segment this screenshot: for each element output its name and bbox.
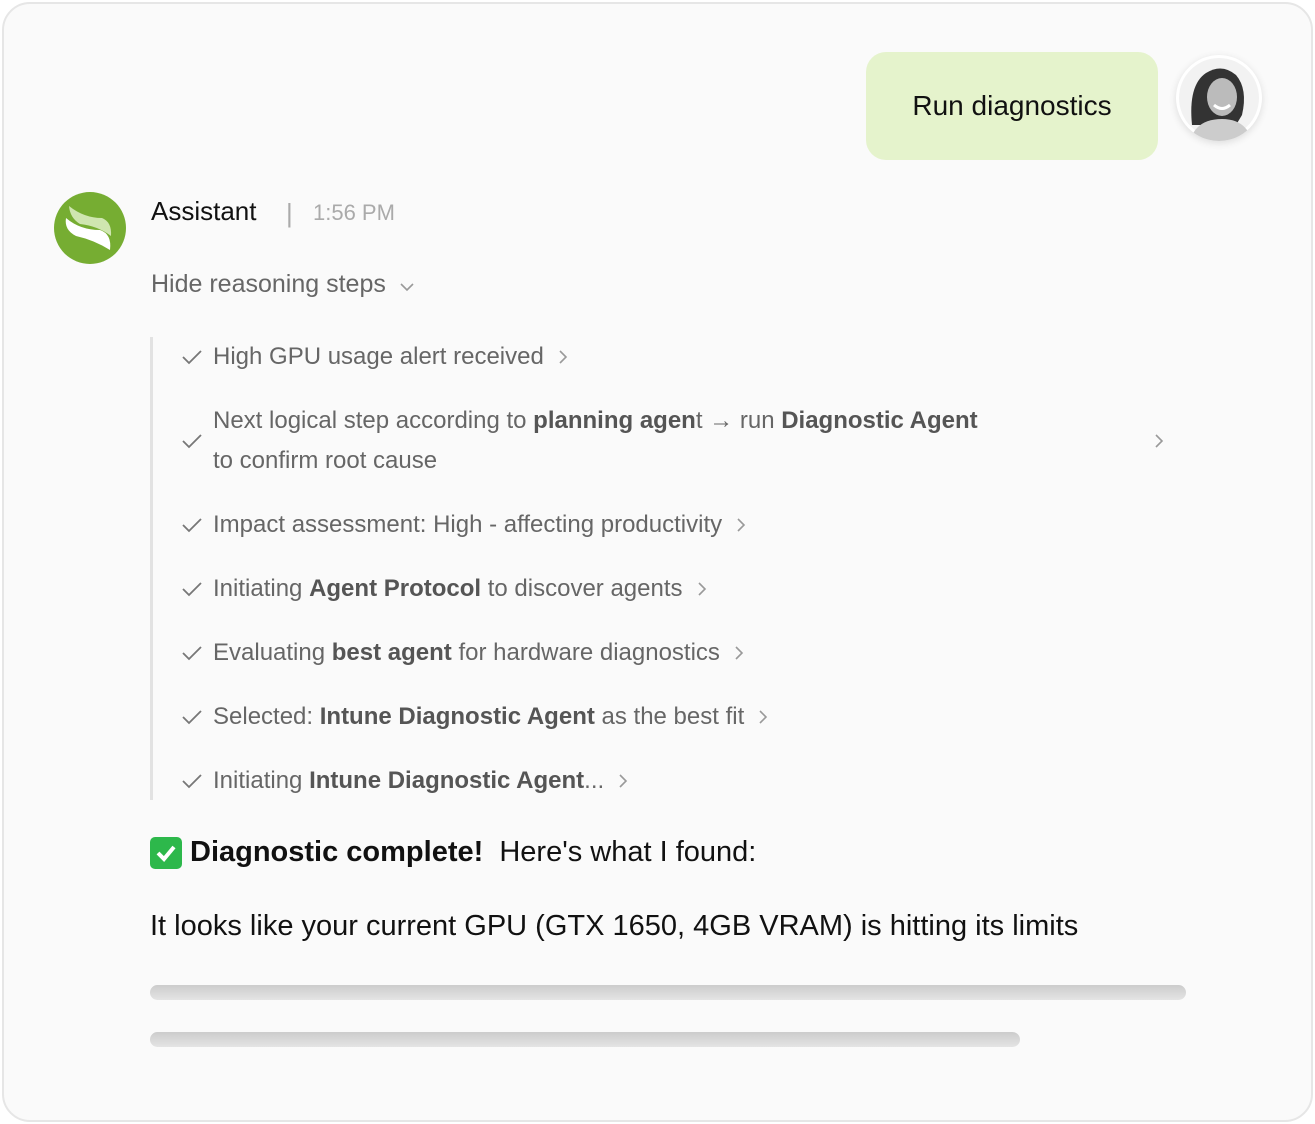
step-text-bold: Intune Diagnostic Agent	[309, 767, 585, 794]
toggle-label: Hide reasoning steps	[151, 270, 386, 298]
step-text-part: to discover agents	[481, 575, 683, 602]
check-icon	[181, 517, 203, 533]
step-text-bold: Agent Protocol	[309, 575, 482, 602]
reasoning-step[interactable]: Selected: Intune Diagnostic Agent as the…	[181, 697, 768, 737]
step-text-part: to confirm root cause	[213, 447, 438, 474]
check-icon	[181, 773, 203, 789]
chevron-down-icon	[400, 270, 414, 299]
check-icon	[181, 433, 203, 449]
user-message-text: Run diagnostics	[912, 90, 1112, 121]
hide-reasoning-toggle[interactable]: Hide reasoning steps	[151, 270, 414, 299]
step-text-part: Evaluating	[213, 639, 332, 666]
chevron-right-icon[interactable]	[558, 349, 568, 365]
chevron-right-icon[interactable]	[1154, 433, 1164, 449]
check-icon	[181, 709, 203, 725]
step-text-part: for hardware diagnostics	[451, 639, 720, 666]
step-text-part: t → run	[695, 407, 782, 434]
check-icon	[181, 581, 203, 597]
chevron-right-icon[interactable]	[734, 645, 744, 661]
step-text: Selected: Intune Diagnostic Agent as the…	[213, 697, 744, 737]
user-avatar	[1176, 55, 1262, 141]
chevron-right-icon[interactable]	[697, 581, 707, 597]
reasoning-step[interactable]: Next logical step according to planning …	[181, 401, 1164, 481]
message-timestamp: 1:56 PM	[313, 200, 395, 225]
step-text-bold: Intune Diagnostic Agent	[319, 703, 595, 730]
step-text-bold: best agent	[331, 639, 452, 666]
result-body: It looks like your current GPU (GTX 1650…	[150, 910, 1079, 942]
step-text-part: Next logical step according to	[213, 407, 534, 434]
step-text-part: as the best fit	[594, 703, 745, 730]
step-text-part: Impact assessment: High - affecting prod…	[213, 511, 723, 538]
reasoning-step[interactable]: Initiating Intune Diagnostic Agent...	[181, 761, 628, 801]
loading-skeleton-line	[150, 985, 1186, 1000]
check-icon	[181, 645, 203, 661]
reasoning-step[interactable]: Initiating Agent Protocol to discover ag…	[181, 569, 707, 609]
result-headline-rest: Here's what I found:	[491, 836, 757, 868]
step-text-bold: Diagnostic Agent	[781, 407, 978, 434]
chevron-right-icon[interactable]	[736, 517, 746, 533]
result-headline: Diagnostic complete! Here's what I found…	[150, 836, 756, 869]
step-text: Initiating Agent Protocol to discover ag…	[213, 569, 683, 609]
reasoning-step[interactable]: Impact assessment: High - affecting prod…	[181, 505, 746, 545]
step-text-part: Initiating	[213, 575, 310, 602]
check-icon	[181, 349, 203, 365]
step-text: Initiating Intune Diagnostic Agent...	[213, 761, 604, 801]
user-message-bubble: Run diagnostics	[866, 52, 1158, 160]
assistant-name: Assistant	[151, 196, 257, 226]
header-separator: |	[286, 198, 293, 228]
check-mark-emoji-icon	[150, 836, 182, 869]
step-text: Evaluating best agent for hardware diagn…	[213, 633, 720, 673]
step-text: Impact assessment: High - affecting prod…	[213, 505, 722, 545]
step-text: High GPU usage alert received	[213, 337, 544, 377]
step-text-part: Selected:	[213, 703, 320, 730]
result-headline-bold: Diagnostic complete!	[190, 836, 484, 868]
chevron-right-icon[interactable]	[758, 709, 768, 725]
step-text-part: High GPU usage alert received	[213, 343, 544, 370]
assistant-logo-icon	[54, 192, 126, 264]
step-text-part: Initiating	[213, 767, 310, 794]
reasoning-step[interactable]: Evaluating best agent for hardware diagn…	[181, 633, 744, 673]
step-text-part: ...	[584, 767, 605, 794]
reasoning-step[interactable]: High GPU usage alert received	[181, 337, 568, 377]
step-text-bold: planning agen	[533, 407, 696, 434]
step-text: Next logical step according to planning …	[213, 401, 978, 481]
chevron-right-icon[interactable]	[618, 773, 628, 789]
loading-skeleton-line	[150, 1032, 1020, 1047]
